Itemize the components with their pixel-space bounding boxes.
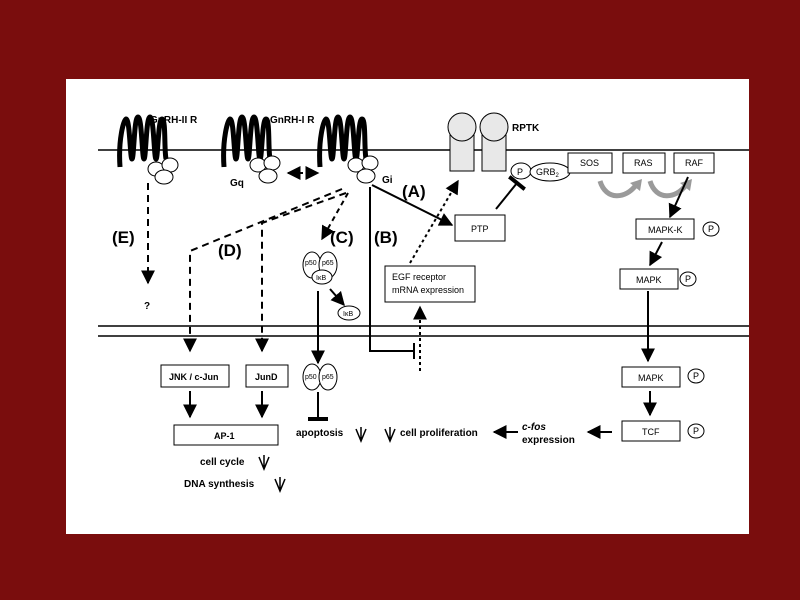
mapkk-to-mapk-arrow: [649, 241, 663, 267]
jund-label: JunD: [255, 372, 278, 382]
jund-box: [245, 364, 289, 388]
rptk-phospho-label: P: [517, 167, 523, 177]
nuclear-mapk-label: MAPK: [638, 373, 664, 383]
tcf-phospho-label: P: [693, 426, 699, 436]
raf-box: [673, 152, 715, 174]
mapk-k-phospho-label: P: [708, 224, 714, 234]
pathway-d-label: (D): [218, 241, 242, 260]
rptk-label: RPTK: [512, 123, 540, 134]
nuc-p50-label: p50: [305, 374, 317, 381]
gnrh2-receptor: [117, 114, 179, 185]
gnrh1-receptor-gi: [317, 114, 379, 184]
pathway-b-line: [369, 187, 414, 352]
proliferation-down-arrow: [384, 427, 396, 443]
mapk-k-phospho: [702, 221, 720, 237]
ap1-box: [173, 424, 279, 446]
gnrh1-receptor-gq: [221, 114, 281, 184]
ikb-release-arrow: [329, 288, 345, 307]
mapk-k-box: [635, 218, 695, 240]
sos-label: SOS: [580, 158, 599, 168]
mapk-phospho: [679, 271, 697, 287]
nfkb-ikb-complex: p50 p65 IκB: [302, 251, 338, 285]
pathway-e-label: (E): [112, 228, 135, 247]
gnrh1-receptor-label: GnRH-I R: [270, 115, 315, 126]
apoptosis-label: apoptosis: [296, 428, 344, 439]
egf-label-line1: EGF receptor: [392, 272, 446, 282]
svg-text:GRB2: GRB2: [536, 167, 560, 179]
mapk-box: [619, 268, 679, 290]
rptk-receptor: [447, 112, 509, 172]
pathway-a-arrow: [371, 184, 454, 226]
cell-cycle-down-arrow: [258, 455, 270, 471]
mapk-k-label: MAPK-K: [648, 225, 683, 235]
mapk-label: MAPK: [636, 275, 662, 285]
sos-box: [567, 152, 613, 174]
cfos-expression-label: expression: [522, 435, 575, 446]
mapk-phospho-label: P: [685, 274, 691, 284]
gq-label: Gq: [230, 178, 244, 189]
cell-cycle-label: cell cycle: [200, 457, 245, 468]
tcf-box: [621, 420, 681, 442]
nfkb-p50-label: p50: [305, 260, 317, 267]
egf-to-rptk-dotted-arrow: [409, 179, 459, 264]
ras-label: RAS: [634, 158, 653, 168]
raf-label: RAF: [685, 158, 704, 168]
jnk-label: JNK / c-Jun: [169, 372, 219, 382]
nuclear-mapk-phospho-label: P: [693, 371, 699, 381]
jnk-cjun-box: [160, 364, 230, 388]
dna-synthesis-label: DNA synthesis: [184, 479, 255, 490]
nuclear-nfkb: p50 p65: [302, 363, 338, 391]
diagram-panel: GnRH-II R GnRH-I R Gq Gi RPTK P GRB2 SOS…: [66, 79, 749, 534]
nuclear-mapk-phospho: [687, 368, 705, 384]
ptp-inhibits-rptk: [495, 175, 527, 210]
cfos-label: c-fos: [522, 422, 546, 433]
unknown-target-label: ?: [144, 301, 150, 312]
ras-box: [622, 152, 666, 174]
ikb-label: IκB: [316, 275, 326, 282]
sos-ras-curved-arrow: [597, 180, 639, 199]
cell-proliferation-label: cell proliferation: [400, 428, 478, 439]
tcf-label: TCF: [642, 427, 660, 437]
nuclear-mapk-box: [621, 366, 681, 388]
dna-synthesis-down-arrow: [274, 477, 286, 493]
nfkb-p65-label: p65: [322, 260, 334, 267]
ptp-box: [454, 214, 506, 242]
ptp-label: PTP: [471, 224, 489, 234]
signaling-pathway-diagram: GnRH-II R GnRH-I R Gq Gi RPTK P GRB2 SOS…: [98, 112, 749, 493]
egf-receptor-box: [384, 265, 476, 303]
apoptosis-down-arrow: [355, 427, 367, 443]
grb2: GRB2: [529, 162, 571, 182]
gi-label: Gi: [382, 175, 393, 186]
pathway-b-label: (B): [374, 228, 398, 247]
free-ikb-label: IκB: [343, 311, 353, 318]
egf-label-line2: mRNA expression: [392, 285, 464, 295]
ap1-label: AP-1: [214, 431, 235, 441]
free-ikb: [337, 305, 361, 321]
pathway-a-label: (A): [402, 182, 426, 201]
raf-to-mapkk-arrow: [668, 176, 689, 219]
pathway-d-right-line: [255, 192, 347, 353]
pathway-d-left-line: [183, 188, 343, 353]
nuc-p65-label: p65: [322, 374, 334, 381]
pathway-c-label: (C): [330, 228, 354, 247]
tcf-phospho: [687, 423, 705, 439]
gnrh2-receptor-label: GnRH-II R: [150, 115, 198, 126]
